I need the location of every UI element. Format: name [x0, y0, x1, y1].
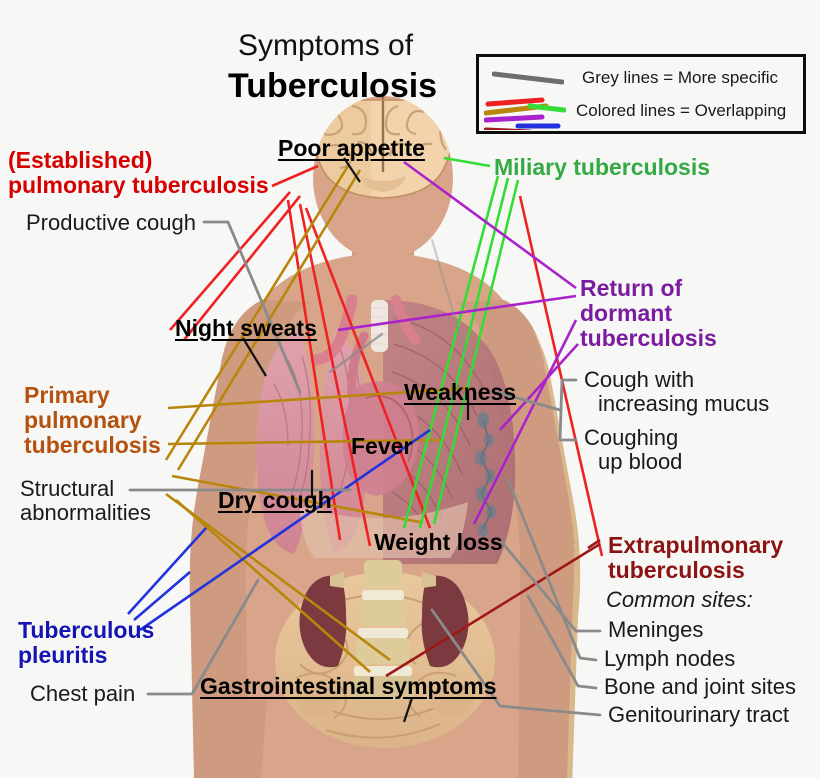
- category-established-pulmonary-line-2: pulmonary tuberculosis: [8, 171, 269, 198]
- symptom-gastrointestinal: Gastrointestinal symptoms: [200, 674, 497, 699]
- connector-group-extrapulmonary: [385, 538, 601, 678]
- connector-group-primary-pulmonary: [164, 165, 471, 673]
- spine-illustration: [330, 560, 436, 700]
- legend-label-grey: Grey lines = More specific: [582, 68, 779, 87]
- category-established-pulmonary-line-1: (Established): [8, 147, 153, 173]
- symptom-weight-loss-text: Weight loss: [374, 529, 503, 555]
- category-tuberculous-pleuritis-line-2: pleuritis: [18, 641, 108, 668]
- category-established-pulmonary: (Established) pulmonary tuberculosis: [8, 148, 269, 198]
- category-extrapulmonary: Extrapulmonary tuberculosis: [608, 533, 783, 583]
- symptom-fever: Fever: [351, 434, 412, 459]
- finding-structural-abnormalities: Structural abnormalities: [20, 477, 151, 525]
- finding-structural-abnormalities-line-2: abnormalities: [20, 499, 151, 525]
- finding-productive-cough-text: Productive cough: [26, 210, 196, 235]
- finding-cough-mucus-line-1: Cough with: [584, 367, 695, 392]
- title-line-1-text: Symptoms of: [238, 29, 414, 62]
- lymph-node-chain: [475, 412, 496, 537]
- symptom-poor-appetite-text: Poor appetite: [278, 135, 425, 161]
- grey-line-sample: [492, 71, 564, 85]
- symptom-poor-appetite: Poor appetite: [278, 136, 425, 161]
- symptom-fever-text: Fever: [351, 433, 413, 459]
- extrapulmonary-site-genitourinary-text: Genitourinary tract: [608, 702, 789, 727]
- extrapulmonary-sites-heading-text: Common sites:: [606, 587, 753, 612]
- category-primary-pulmonary: Primary pulmonary tuberculosis: [24, 383, 161, 457]
- legend-label-colored: Colored lines = Overlapping: [576, 101, 787, 120]
- category-miliary-text: Miliary tuberculosis: [494, 154, 711, 180]
- symptom-night-sweats: Night sweats: [175, 316, 317, 341]
- finding-coughing-blood-line-1: Coughing: [584, 425, 679, 450]
- category-miliary: Miliary tuberculosis: [494, 155, 710, 180]
- connector-group-tuberculous-pleuritis: [127, 428, 431, 632]
- extrapulmonary-sites-heading: Common sites:: [606, 588, 753, 612]
- symptom-weakness: Weakness: [404, 380, 516, 405]
- category-primary-pulmonary-line-2: pulmonary: [24, 406, 142, 433]
- symptom-weight-loss: Weight loss: [374, 530, 503, 555]
- title-line-2-text: Tuberculosis: [228, 67, 438, 105]
- finding-productive-cough: Productive cough: [26, 211, 196, 235]
- category-tuberculous-pleuritis-line-1: Tuberculous: [18, 617, 155, 643]
- symptom-gastrointestinal-text: Gastrointestinal symptoms: [200, 673, 497, 699]
- symptom-dry-cough: Dry cough: [218, 488, 332, 513]
- category-return-dormant-line-2: dormant: [580, 299, 672, 326]
- legend-row-colored: Colored lines = Overlapping: [484, 96, 786, 130]
- finding-cough-mucus-line-2: increasing mucus: [598, 390, 770, 416]
- extrapulmonary-site-meninges-text: Meninges: [608, 617, 704, 642]
- finding-coughing-blood: Coughing up blood: [584, 426, 682, 474]
- symptom-weakness-text: Weakness: [404, 379, 517, 405]
- category-return-dormant-line-1: Return of: [580, 275, 683, 301]
- extrapulmonary-site-meninges: Meninges: [608, 618, 703, 642]
- symptom-pointer-ticks: [242, 157, 470, 723]
- title-line-1: Symptoms of: [238, 29, 414, 62]
- connector-group-established-pulmonary: [169, 164, 604, 557]
- category-primary-pulmonary-line-3: tuberculosis: [24, 431, 161, 458]
- category-primary-pulmonary-line-1: Primary: [24, 382, 110, 408]
- symptom-night-sweats-text: Night sweats: [175, 315, 317, 341]
- category-extrapulmonary-line-1: Extrapulmonary: [608, 532, 784, 558]
- category-return-dormant: Return of dormant tuberculosis: [580, 276, 717, 350]
- title-line-2: Tuberculosis: [228, 68, 437, 105]
- legend-row-grey: Grey lines = More specific: [492, 68, 778, 88]
- extrapulmonary-site-lymph-nodes-text: Lymph nodes: [604, 646, 736, 671]
- finding-cough-mucus: Cough with increasing mucus: [584, 368, 769, 416]
- finding-structural-abnormalities-line-1: Structural: [20, 476, 115, 501]
- legend-box: [476, 54, 806, 134]
- extrapulmonary-site-lymph-nodes: Lymph nodes: [604, 647, 735, 671]
- category-extrapulmonary-line-2: tuberculosis: [608, 556, 745, 583]
- extrapulmonary-site-bone-joint: Bone and joint sites: [604, 675, 796, 699]
- category-return-dormant-line-3: tuberculosis: [580, 324, 717, 351]
- finding-chest-pain: Chest pain: [30, 682, 135, 706]
- symptom-dry-cough-text: Dry cough: [218, 487, 332, 513]
- finding-coughing-blood-line-2: up blood: [598, 448, 683, 474]
- connector-group-return-dormant: [337, 160, 579, 525]
- connector-group-grey-specific: [128, 220, 602, 717]
- extrapulmonary-site-bone-joint-text: Bone and joint sites: [604, 674, 797, 699]
- connector-group-miliary: [402, 156, 520, 529]
- extrapulmonary-site-genitourinary: Genitourinary tract: [608, 703, 789, 727]
- category-tuberculous-pleuritis: Tuberculous pleuritis: [18, 618, 154, 668]
- colored-lines-sample: [484, 97, 566, 130]
- finding-chest-pain-text: Chest pain: [30, 681, 136, 706]
